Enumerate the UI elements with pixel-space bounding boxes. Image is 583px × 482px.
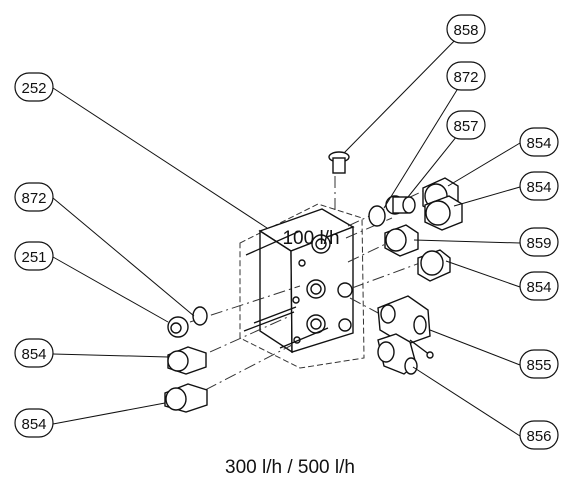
fitting-part	[377, 333, 418, 375]
callout-872-left-label: 872	[21, 190, 46, 207]
callout-251-label: 251	[21, 249, 46, 266]
callout-855: 855	[519, 349, 559, 379]
leader-lines	[52, 29, 521, 437]
callout-854-c: 854	[519, 271, 559, 301]
screws	[243, 230, 329, 349]
callout-854-d: 854	[14, 338, 54, 368]
callout-854-a-label: 854	[526, 135, 551, 152]
flow-label-300-500: 300 l/h / 500 l/h	[225, 457, 355, 478]
callout-872-top-label: 872	[453, 69, 478, 86]
top-parts	[328, 151, 463, 282]
callout-856: 856	[519, 420, 559, 450]
callout-251: 251	[14, 241, 54, 271]
callout-854-a: 854	[519, 127, 559, 157]
callout-854-c-label: 854	[526, 279, 551, 296]
callout-856-label: 856	[526, 428, 551, 445]
callout-252-label: 252	[21, 80, 46, 97]
callout-854-d-label: 854	[21, 346, 46, 363]
callout-857: 857	[446, 110, 486, 140]
callout-857-label: 857	[453, 118, 478, 135]
callout-252: 252	[14, 72, 54, 102]
left-parts	[164, 306, 208, 413]
callout-858: 858	[446, 14, 486, 44]
callout-855-label: 855	[526, 357, 551, 374]
callout-854-e: 854	[14, 408, 54, 438]
callout-854-e-label: 854	[21, 416, 46, 433]
callout-872-top: 872	[446, 61, 486, 91]
valve-part	[377, 295, 434, 359]
callout-858-label: 858	[453, 22, 478, 39]
callout-872-left: 872	[14, 182, 54, 212]
callout-854-b: 854	[519, 171, 559, 201]
callout-859-label: 859	[526, 235, 551, 252]
callout-854-b-label: 854	[526, 179, 551, 196]
callout-859: 859	[519, 227, 559, 257]
flow-label-100: 100 l/h	[282, 228, 339, 249]
